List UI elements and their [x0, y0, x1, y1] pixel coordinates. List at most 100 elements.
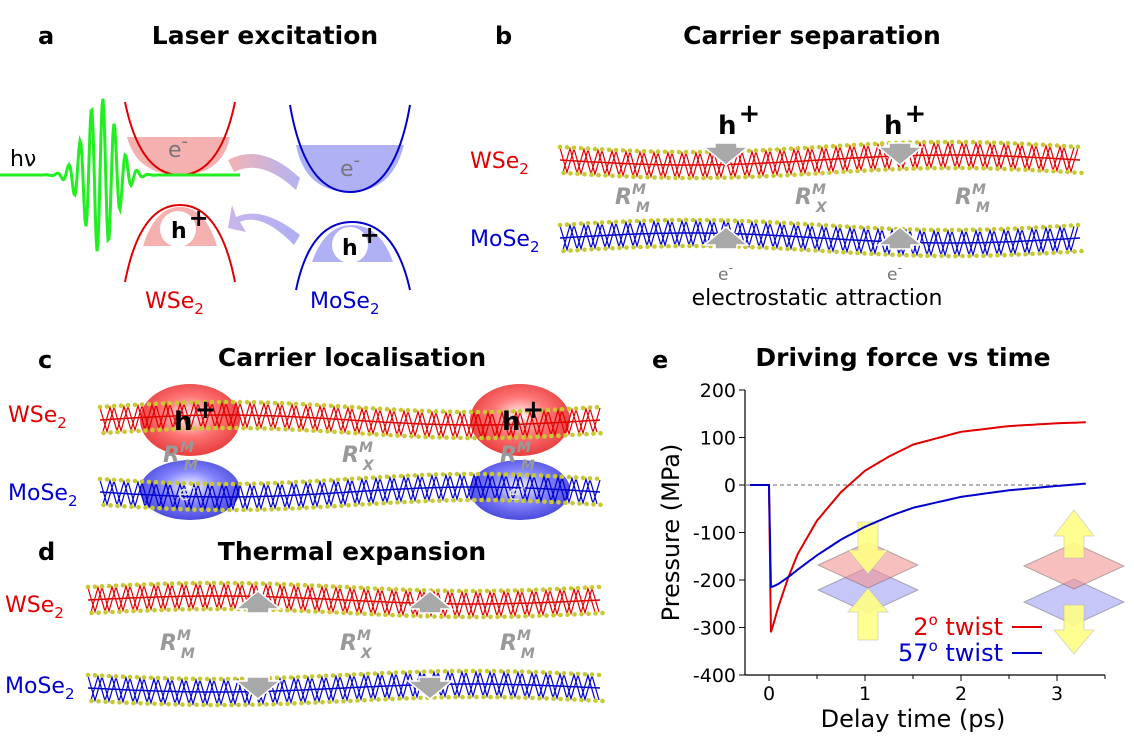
y-tick-label: 0 [724, 475, 736, 497]
panel-e: e Driving force vs time -400 -300 -200 -100… [652, 343, 1126, 733]
arrow-d-mose2-left [233, 676, 283, 700]
x-axis-label: Delay time (ps) [821, 705, 1006, 733]
hole-cloud-c-left [140, 384, 240, 456]
y-tick-label: 200 [700, 380, 736, 402]
electrostatic-caption: electrostatic attraction [692, 286, 943, 311]
mose2-cb-fill [296, 145, 404, 192]
panel-title-e: Driving force vs time [755, 343, 1050, 372]
panel-title-c: Carrier localisation [218, 343, 486, 372]
electron-transfer-arrow [228, 154, 300, 190]
bilayer-b [557, 139, 1084, 259]
y-tick-label: -300 [693, 618, 736, 640]
wse2-layer-b-bonds-a [559, 140, 1079, 180]
x-tick-label: 1 [859, 683, 871, 705]
electron-c-right: e- [508, 478, 526, 505]
electron-c-left: e- [178, 478, 196, 505]
y-tick-label: 100 [700, 428, 736, 450]
wse2-layer-d [85, 580, 605, 620]
panel-title-a: Laser excitation [152, 21, 378, 50]
legend-label-57deg: 57o twist [898, 637, 1003, 667]
wse2-label-c: WSe2 [8, 403, 67, 432]
mose2-layer-b-bonds-a [559, 218, 1079, 258]
mose2-layer-d-metal-row [87, 683, 601, 693]
wse2-layer-c-metal-row [99, 414, 601, 426]
wse2-label-a: WSe2 [145, 289, 204, 318]
hole-circle-mose2 [332, 227, 368, 263]
y-tick-label: -200 [693, 570, 736, 592]
y-tick-label: -100 [693, 523, 736, 545]
series-line-2deg [749, 421, 1086, 633]
x-tick-label: 0 [763, 683, 775, 705]
arrow-b-mose2-right [875, 226, 925, 250]
mose2-layer-b-metal-row [559, 232, 1081, 244]
wse2-layer-b [557, 139, 1084, 181]
electron-wse2-cb: e- [168, 131, 188, 163]
electron-mose2-cb: e- [340, 150, 360, 182]
wse2-layer-c [97, 399, 603, 441]
mose2-layer-b-chalcogen-atoms [557, 217, 1084, 259]
panel-letter-e: e [652, 346, 668, 374]
wse2-layer-b-chalcogen-atoms [557, 139, 1084, 181]
bilayer-schematic-2deg [816, 521, 920, 641]
series-line-57deg [749, 482, 1086, 589]
mose2-layer-d [85, 668, 605, 708]
wse2-layer-c-chalcogen-atoms [97, 399, 603, 441]
mose2-layer-b [557, 217, 1084, 259]
hole-b-right: h+ [884, 99, 926, 141]
arrow-b-wse2-right [875, 142, 925, 166]
bilayer-c [97, 399, 603, 513]
mose2-label-d: MoSe2 [5, 674, 75, 703]
hole-circle-wse2 [160, 211, 196, 247]
hole-b-left: h+ [718, 99, 760, 141]
wse2-layer-d-chalcogen-atoms [85, 580, 605, 620]
mose2-valence-band [295, 220, 411, 291]
hole-mose2-vb: h+ [342, 221, 380, 261]
panel-title-d: Thermal expansion [218, 537, 486, 566]
bilayer-d [85, 580, 605, 708]
mose2-conduction-band [289, 104, 411, 194]
arrow-b-wse2-left [701, 142, 751, 166]
bilayer-schematic-57deg [1022, 509, 1126, 655]
x-tick-label: 3 [1051, 683, 1063, 705]
wse2-label-b: WSe2 [470, 149, 529, 178]
wse2-layer-b-metal-row [559, 154, 1081, 166]
y-tick-label: -400 [693, 665, 736, 687]
mose2-layer-c-metal-row [99, 486, 601, 498]
mose2-layer-c [97, 471, 603, 513]
hole-c-right: h+ [502, 395, 544, 437]
panel-letter-c: c [38, 346, 52, 374]
legend-label-2deg: 2o twist [913, 611, 1003, 641]
hole-c-left: h+ [174, 395, 216, 437]
electron-b-left: e- [718, 261, 733, 285]
panel-title-b: Carrier separation [683, 21, 941, 50]
wse2-label-d: WSe2 [5, 593, 64, 622]
mose2-layer-d-chalcogen-atoms [85, 668, 605, 708]
electron-b-right: e- [887, 261, 902, 285]
mose2-label-c: MoSe2 [8, 481, 78, 510]
wse2-valence-band [124, 203, 236, 283]
mose2-layer-c-chalcogen-atoms [97, 471, 603, 513]
hole-wse2-vb: h+ [171, 204, 209, 244]
panel-letter-d: d [38, 538, 55, 566]
panel-letter-a: a [38, 22, 54, 50]
hole-transfer-arrow [228, 205, 300, 245]
panel-a: a Laser excitation hν e- e- h+ h+ WSe2 M… [0, 21, 411, 318]
arrow-d-wse2-left [233, 590, 283, 614]
electron-cloud-c-left [140, 460, 240, 520]
